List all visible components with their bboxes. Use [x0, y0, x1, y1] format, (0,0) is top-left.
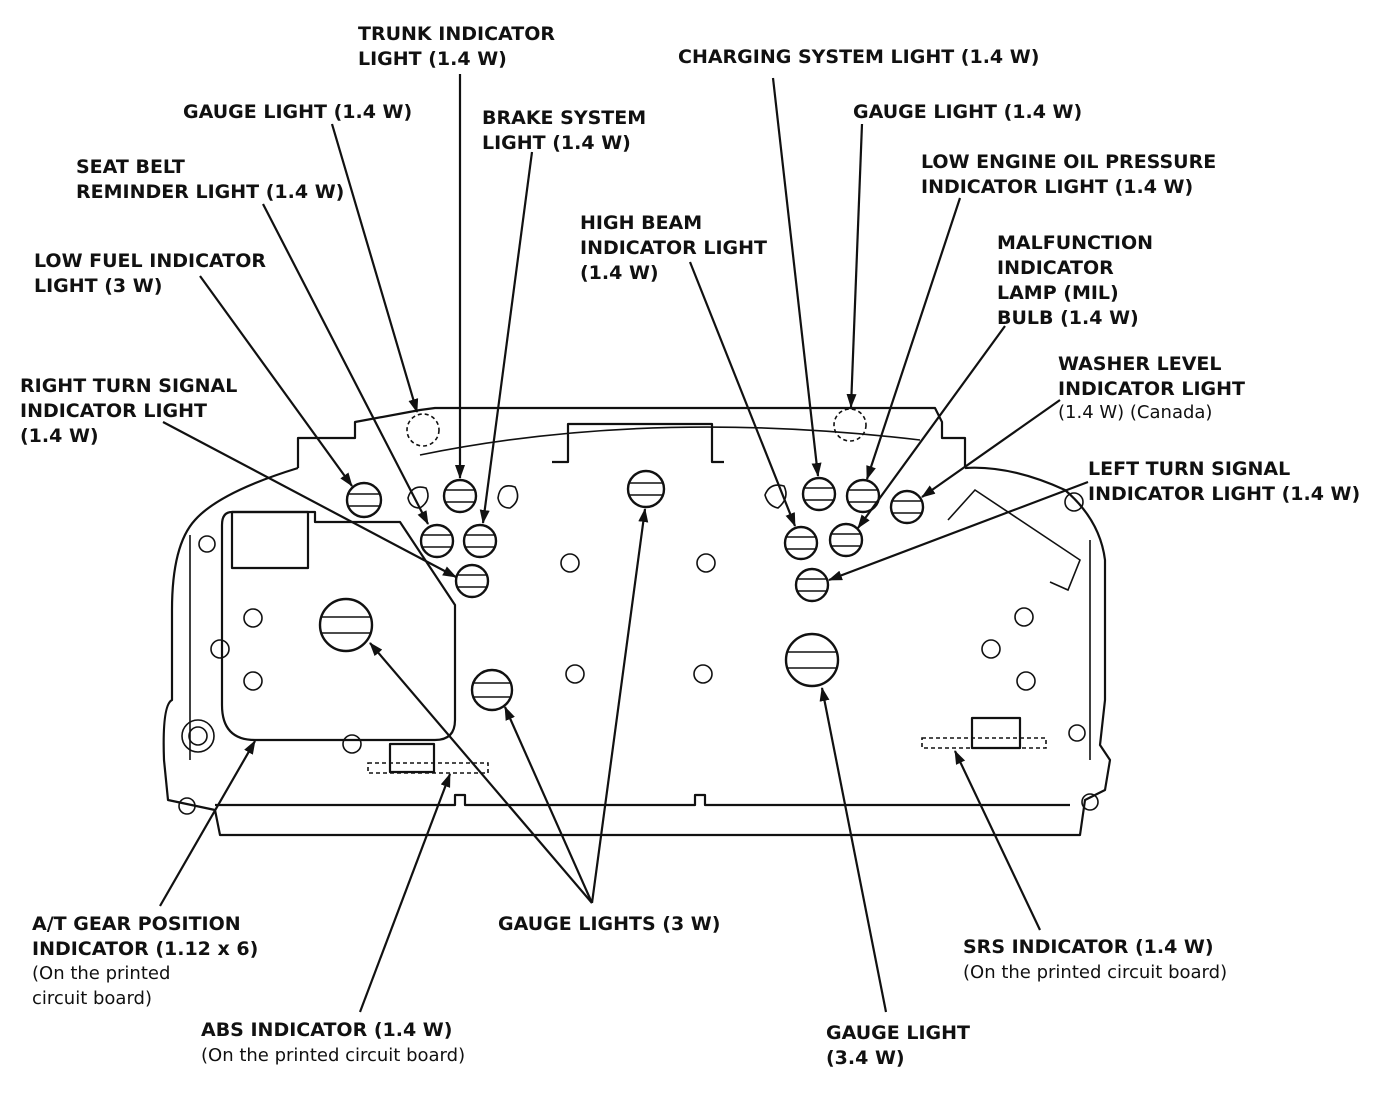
- label-seat-belt: SEAT BELT REMINDER LIGHT (1.4 W): [76, 156, 344, 203]
- label-gauge-right: GAUGE LIGHT (1.4 W): [853, 101, 1082, 123]
- left-gauge-subpanel: [220, 510, 457, 742]
- screw: [693, 664, 713, 684]
- leader-gauge-34w: [819, 687, 888, 1013]
- housing-center-notch: [552, 422, 724, 464]
- bulb-gauge-lower-left: [470, 668, 514, 712]
- leader-mil: [857, 325, 1006, 529]
- leader-brake: [479, 151, 534, 524]
- bulb-oil-pressure: [845, 478, 881, 514]
- bulb-gauge-large-left: [318, 597, 374, 653]
- screw: [560, 553, 580, 573]
- leader-low-fuel: [199, 275, 353, 487]
- bulb-gauge-large-right: [784, 632, 840, 688]
- mount-hole: [178, 797, 196, 815]
- mount-hole: [181, 719, 215, 753]
- leader-left-turn: [828, 480, 1089, 582]
- housing-lower-flange: [215, 793, 1070, 807]
- housing-top-ridge: [296, 406, 967, 468]
- bulbs: [318, 469, 925, 712]
- screw-group: [210, 553, 1036, 691]
- screw: [696, 553, 716, 573]
- hidden-gauge-bulb-right: [833, 408, 867, 442]
- mount-hole: [342, 734, 362, 754]
- mount-hole: [198, 535, 216, 553]
- leader-at-gear: [159, 740, 256, 907]
- screw: [565, 664, 585, 684]
- srs-connector: [970, 716, 1022, 750]
- screw: [981, 639, 1001, 659]
- mount-hole: [188, 726, 208, 746]
- label-low-fuel: LOW FUEL INDICATOR LIGHT (3 W): [34, 250, 273, 297]
- label-charging: CHARGING SYSTEM LIGHT (1.4 W): [678, 46, 1039, 68]
- leader-lines: [159, 74, 1089, 1013]
- label-abs: ABS INDICATOR (1.4 W): [201, 1019, 452, 1041]
- leader-right-turn: [162, 421, 457, 578]
- bulb-left-turn: [794, 567, 830, 603]
- bulb-mil: [828, 522, 864, 558]
- mount-hole: [1068, 724, 1086, 742]
- bulb-brake: [462, 523, 498, 559]
- label-oil-pressure: LOW ENGINE OIL PRESSURE INDICATOR LIGHT …: [921, 151, 1223, 198]
- leader-oil-pressure: [865, 197, 962, 480]
- srs-pcb-strip: [921, 737, 1047, 749]
- leader-high-beam: [688, 261, 797, 527]
- label-trunk: TRUNK INDICATOR LIGHT (1.4 W): [358, 23, 562, 70]
- bulb-right-turn: [454, 563, 490, 599]
- leader-abs: [358, 773, 452, 1013]
- leader-gauge-lights-b: [503, 706, 594, 904]
- cluster-housing: [162, 406, 1112, 837]
- callout-labels: TRUNK INDICATOR LIGHT (1.4 W) CHARGING S…: [20, 23, 1360, 1069]
- screw: [243, 671, 263, 691]
- label-mil: MALFUNCTION INDICATOR LAMP (MIL) BULB (1…: [997, 232, 1160, 329]
- label-at-gear: A/T GEAR POSITION INDICATOR (1.12 x 6): [32, 913, 258, 960]
- leader-charging: [771, 77, 822, 477]
- leader-gauge-right: [846, 123, 864, 408]
- label-washer: WASHER LEVEL INDICATOR LIGHT: [1058, 353, 1245, 400]
- label-washer-note: (1.4 W) (Canada): [1058, 402, 1212, 423]
- bulb-seat-belt: [419, 523, 455, 559]
- label-srs: SRS INDICATOR (1.4 W): [963, 936, 1214, 958]
- bulb-charging: [801, 476, 837, 512]
- bulb-high-beam: [783, 525, 819, 561]
- screw: [1014, 607, 1034, 627]
- screw: [1016, 671, 1036, 691]
- empty-socket: [497, 485, 519, 509]
- leader-seat-belt: [262, 203, 429, 525]
- bulb-gauge-center-top: [626, 469, 666, 509]
- left-subpanel-block: [230, 510, 310, 570]
- abs-pcb-strip: [367, 762, 489, 774]
- empty-socket: [764, 484, 787, 509]
- leader-washer: [921, 399, 1061, 498]
- screw: [210, 639, 230, 659]
- label-srs-note: (On the printed circuit board): [963, 962, 1227, 983]
- mount-hole: [1081, 793, 1099, 811]
- leader-gauge-lights-c: [590, 508, 649, 904]
- abs-connector: [388, 742, 436, 774]
- label-at-gear-note: (On the printed circuit board): [32, 963, 176, 1009]
- label-gauge-left: GAUGE LIGHT (1.4 W): [183, 101, 412, 123]
- label-gauge-34w: GAUGE LIGHT (3.4 W): [826, 1022, 977, 1069]
- empty-socket: [407, 486, 429, 509]
- screw: [243, 608, 263, 628]
- leader-srs: [954, 750, 1041, 931]
- leader-gauge-lights-a: [369, 642, 593, 904]
- right-side-tab: [947, 488, 1081, 592]
- label-left-turn: LEFT TURN SIGNAL INDICATOR LIGHT (1.4 W): [1088, 458, 1360, 505]
- label-high-beam: HIGH BEAM INDICATOR LIGHT (1.4 W): [580, 212, 774, 284]
- mount-hole: [1064, 492, 1084, 512]
- hidden-gauge-bulb-left: [406, 413, 440, 447]
- label-brake: BRAKE SYSTEM LIGHT (1.4 W): [482, 107, 653, 154]
- bulb-trunk: [442, 478, 478, 514]
- label-gauge-lights-3w: GAUGE LIGHTS (3 W): [498, 913, 720, 935]
- label-abs-note: (On the printed circuit board): [201, 1045, 465, 1066]
- leader-gauge-left: [330, 123, 419, 413]
- bulb-washer: [889, 489, 925, 525]
- label-right-turn: RIGHT TURN SIGNAL INDICATOR LIGHT (1.4 W…: [20, 375, 244, 447]
- housing-inner-arc: [419, 426, 921, 456]
- bulb-low-fuel: [345, 481, 383, 519]
